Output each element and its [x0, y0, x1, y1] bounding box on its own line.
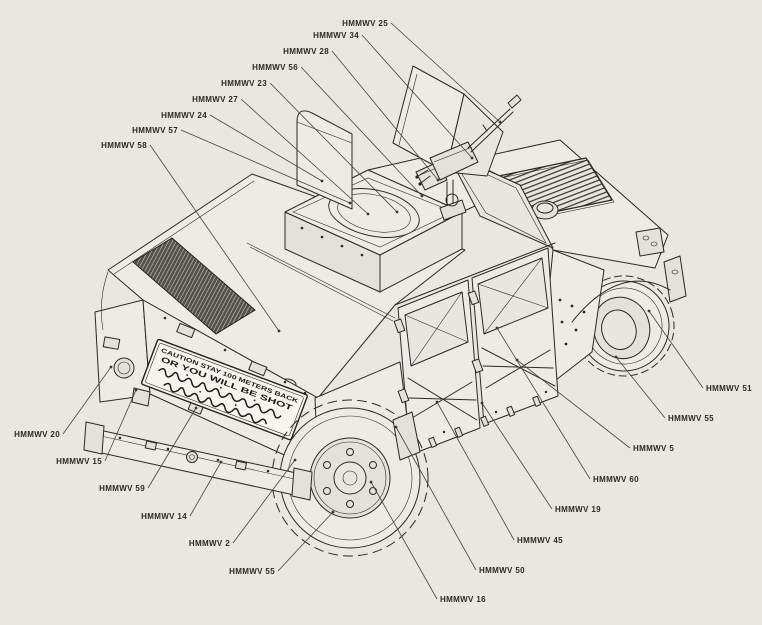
callout-label-hmmwv-24-6: HMMWV 24 [161, 111, 207, 120]
leader-hmmwv-19-18 [481, 402, 553, 510]
leader-dot-hmmwv-25-0 [498, 120, 502, 124]
leader-dot-hmmwv-60-19 [495, 326, 499, 330]
front-marker-post [663, 255, 687, 303]
leader-hmmwv-28-2 [331, 50, 439, 181]
rear-bumper [83, 421, 313, 501]
callout-label-hmmwv-15-10: HMMWV 15 [56, 457, 102, 466]
callout-label-hmmwv-57-7: HMMWV 57 [132, 126, 178, 135]
callout-label-hmmwv-28-2: HMMWV 28 [283, 47, 329, 56]
leader-dot-hmmwv-34-1 [470, 156, 474, 160]
leader-hmmwv-14-12 [189, 461, 222, 517]
callout-label-hmmwv-20-9: HMMWV 20 [14, 430, 60, 439]
leader-hmmwv-59-11 [147, 407, 197, 489]
leader-dot-hmmwv-5-20 [515, 358, 519, 362]
leader-hmmwv-27-5 [240, 98, 369, 215]
leader-hmmwv-56-3 [300, 66, 423, 197]
rocker-clips [428, 390, 548, 448]
callout-label-hmmwv-16-15: HMMWV 16 [440, 595, 486, 604]
leader-dot-hmmwv-56-3 [420, 194, 424, 198]
callout-label-hmmwv-27-5: HMMWV 27 [192, 95, 238, 104]
pintle-mount [439, 199, 467, 221]
callout-label-hmmwv-34-1: HMMWV 34 [313, 31, 359, 40]
callout-label-hmmwv-56-3: HMMWV 56 [252, 63, 298, 72]
callout-label-hmmwv-55-21: HMMWV 55 [668, 414, 714, 423]
leader-hmmwv-24-6 [209, 114, 323, 182]
leader-hmmwv-60-19 [496, 327, 591, 480]
taillight [113, 357, 135, 379]
leader-dot-hmmwv-16-15 [369, 480, 373, 484]
rear-wheel [271, 399, 429, 557]
leader-dot-hmmwv-55-21 [614, 355, 618, 359]
windshield [446, 151, 554, 249]
louver-vent [132, 237, 256, 335]
leader-dot-hmmwv-20-9 [109, 365, 113, 369]
callout-label-hmmwv-5-20: HMMWV 5 [633, 444, 674, 453]
marker-light [102, 336, 121, 350]
rear-door [393, 279, 481, 456]
leader-hmmwv-55-21 [615, 356, 666, 419]
leader-dot-hmmwv-24-6 [320, 179, 324, 183]
leader-hmmwv-58-8 [149, 144, 280, 332]
sign-arabic-line-2 [163, 382, 267, 425]
callout-label-hmmwv-25-0: HMMWV 25 [342, 19, 388, 28]
leader-hmmwv-2-13 [232, 459, 296, 544]
mud-flap [392, 411, 421, 461]
callouts-layer: HMMWV 25 HMMWV 34 HMMWV 28 HMMWV 56 HMMWV 23… [14, 19, 752, 604]
fuel-cap [531, 200, 559, 220]
leader-dot-hmmwv-50-16 [394, 425, 398, 429]
leader-dot-hmmwv-19-18 [480, 401, 484, 405]
leader-hmmwv-57-7 [180, 129, 351, 204]
leader-hmmwv-34-1 [361, 34, 473, 159]
front-wheel [573, 275, 675, 377]
callout-label-hmmwv-19-18: HMMWV 19 [555, 505, 601, 514]
leader-hmmwv-25-0 [390, 22, 501, 123]
rear-corner-panel [94, 271, 151, 407]
hood [467, 139, 687, 303]
leader-dot-hmmwv-45-17 [435, 400, 439, 404]
callout-label-hmmwv-58-8: HMMWV 58 [101, 141, 147, 150]
leader-dot-hmmwv-23-4 [395, 210, 399, 214]
callout-label-hmmwv-55-14: HMMWV 55 [229, 567, 275, 576]
leader-hmmwv-20-9 [62, 366, 112, 435]
leader-dot-hmmwv-27-5 [366, 212, 370, 216]
sign-arabic-line-1 [158, 367, 282, 419]
leader-hmmwv-50-16 [395, 426, 477, 571]
tow-pintle [186, 451, 198, 463]
leader-dot-hmmwv-15-10 [134, 388, 138, 392]
callout-label-hmmwv-51-22: HMMWV 51 [706, 384, 752, 393]
gun-shield-left [296, 110, 353, 210]
leader-dot-hmmwv-59-11 [194, 406, 198, 410]
turret [284, 65, 504, 293]
front-door [467, 247, 559, 425]
leader-hmmwv-15-10 [104, 389, 137, 462]
leader-dot-hmmwv-55-14 [331, 510, 335, 514]
leader-hmmwv-5-20 [516, 359, 631, 449]
leader-hmmwv-23-4 [269, 82, 398, 213]
leader-dot-hmmwv-51-22 [647, 309, 651, 313]
callout-label-hmmwv-45-17: HMMWV 45 [517, 536, 563, 545]
callout-label-hmmwv-23-4: HMMWV 23 [221, 79, 267, 88]
leader-hmmwv-55-14 [277, 511, 334, 572]
callout-label-hmmwv-2-13: HMMWV 2 [189, 539, 230, 548]
leader-dot-hmmwv-28-2 [436, 178, 440, 182]
leader-hmmwv-45-17 [436, 401, 515, 541]
callout-label-hmmwv-50-16: HMMWV 50 [479, 566, 525, 575]
muzzle [507, 94, 522, 109]
mirror-bracket [635, 227, 665, 257]
leader-dot-hmmwv-57-7 [348, 201, 352, 205]
callout-label-hmmwv-14-12: HMMWV 14 [141, 512, 187, 521]
leader-dot-hmmwv-58-8 [277, 329, 281, 333]
leader-hmmwv-51-22 [648, 310, 704, 389]
leader-dot-hmmwv-2-13 [293, 458, 297, 462]
callout-label-hmmwv-59-11: HMMWV 59 [99, 484, 145, 493]
leader-hmmwv-16-15 [370, 481, 438, 600]
leader-dot-hmmwv-14-12 [219, 460, 223, 464]
vehicle-illustration: CAUTION STAY 100 METERS BACK OR YOU WILL… [83, 65, 687, 557]
turret-hatch-ring [328, 188, 420, 238]
callout-label-hmmwv-60-19: HMMWV 60 [593, 475, 639, 484]
tailgate: CAUTION STAY 100 METERS BACK OR YOU WILL… [140, 299, 319, 469]
